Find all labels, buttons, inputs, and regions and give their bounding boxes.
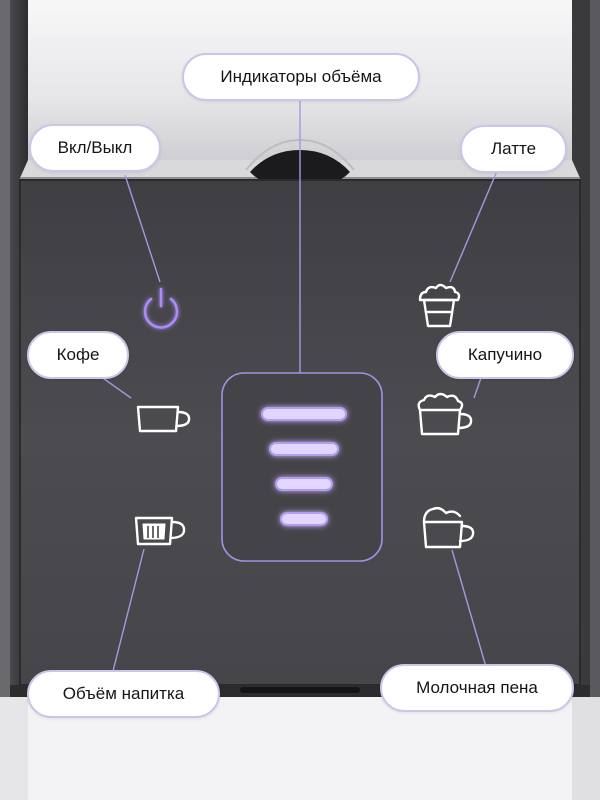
latte-button[interactable] <box>414 280 466 332</box>
cappuccino-cup-icon <box>417 392 473 436</box>
power-button[interactable] <box>136 282 186 328</box>
volume-cup-icon <box>134 516 186 546</box>
power-icon <box>143 287 179 329</box>
callout-coffee: Кофе <box>27 331 129 379</box>
volume-indicator-frame <box>221 372 383 562</box>
coffee-cup-icon <box>136 405 191 433</box>
callout-latte: Латте <box>460 125 567 173</box>
latte-glass-icon <box>418 283 461 328</box>
milk-foam-button[interactable] <box>416 502 480 552</box>
volume-bar <box>261 407 347 421</box>
callout-power: Вкл/Выкл <box>29 124 161 172</box>
volume-bars <box>261 407 347 526</box>
leader-lines <box>99 96 498 676</box>
callout-drink-volume: Объём напитка <box>27 670 220 718</box>
callout-cappuccino: Капучино <box>436 331 574 379</box>
milk-foam-cup-icon <box>422 506 475 549</box>
volume-bar <box>280 512 328 526</box>
drink-volume-button[interactable] <box>128 510 190 550</box>
volume-bar <box>275 477 333 491</box>
callout-volume-indicators: Индикаторы объёма <box>182 53 420 101</box>
callout-milk-foam: Молочная пена <box>380 664 574 712</box>
coffee-button[interactable] <box>130 398 194 438</box>
volume-bar <box>269 442 339 456</box>
cappuccino-button[interactable] <box>412 390 478 440</box>
